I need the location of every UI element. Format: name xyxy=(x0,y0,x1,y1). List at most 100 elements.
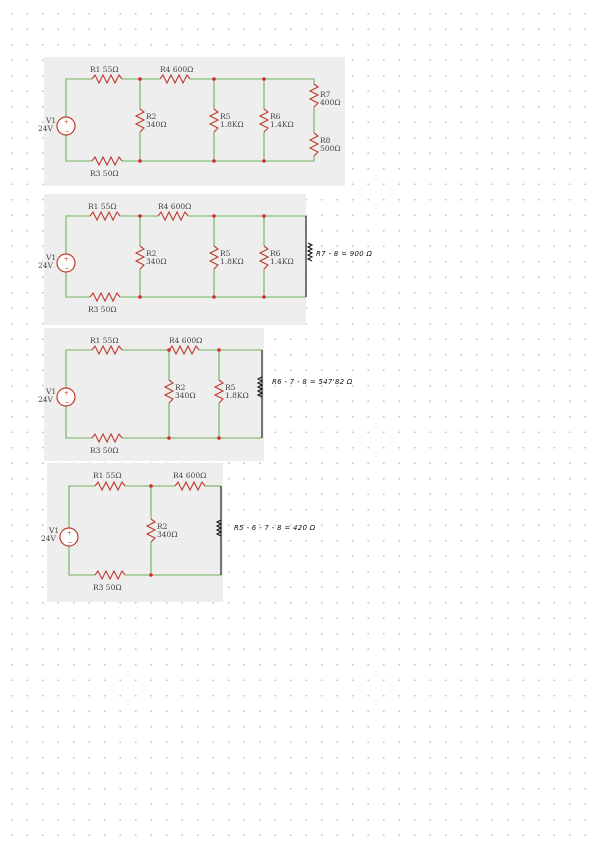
label-v1-value: 24V xyxy=(38,124,53,133)
circuit-schematic: + − xyxy=(56,210,314,303)
node xyxy=(212,77,216,81)
node xyxy=(138,77,142,81)
label-r3: R3 50Ω xyxy=(93,583,122,592)
label-r1: R1 55Ω xyxy=(90,65,119,74)
label-v1: V1 xyxy=(46,253,57,262)
node xyxy=(217,436,221,440)
node xyxy=(262,77,266,81)
label-r4: R4 600Ω xyxy=(158,202,192,211)
label-r2: R2 xyxy=(146,249,157,258)
label-r5: R5 xyxy=(220,112,231,121)
resistor-r4 xyxy=(168,344,200,356)
svg-text:+: + xyxy=(64,119,69,126)
label-r5: R5 xyxy=(220,249,231,258)
svg-text:+: + xyxy=(64,256,69,263)
svg-text:+: + xyxy=(64,390,69,397)
label-v1-value: 24V xyxy=(38,261,53,270)
label-v1: V1 xyxy=(46,387,57,396)
node xyxy=(262,295,266,299)
node xyxy=(138,295,142,299)
node xyxy=(262,159,266,163)
resistor-r2 xyxy=(134,245,146,270)
label-r4: R4 600Ω xyxy=(173,471,207,480)
handwritten-equivalent-r5-6-7-8: R5 - 6 - 7 - 8 = 420 Ω xyxy=(234,524,316,532)
label-r7-value: 400Ω xyxy=(320,98,341,107)
svg-text:+: + xyxy=(67,530,72,537)
label-r5: R5 xyxy=(225,383,236,392)
equivalent-resistor-r7-8 xyxy=(306,242,314,262)
voltage-source-icon: + − xyxy=(56,116,76,136)
resistor-r2 xyxy=(163,379,175,404)
resistor-r4 xyxy=(174,480,206,492)
label-r2-value: 340Ω xyxy=(146,257,167,266)
svg-text:−: − xyxy=(65,128,70,135)
resistor-r7 xyxy=(308,83,320,108)
label-r4: R4 600Ω xyxy=(160,65,194,74)
node xyxy=(167,348,171,352)
circuit-diagram-step-1: + − R1 55Ω R4 600Ω R2 340Ω R5 1.8KΩ R6 1… xyxy=(38,194,314,325)
circuit-schematic: + − xyxy=(56,73,320,167)
resistor-r3 xyxy=(94,569,126,581)
resistor-r2 xyxy=(134,108,146,133)
label-r7: R7 xyxy=(320,90,331,99)
resistor-r8 xyxy=(308,132,320,157)
svg-text:−: − xyxy=(65,399,70,406)
label-r5-value: 1.8KΩ xyxy=(220,120,244,129)
node xyxy=(262,214,266,218)
node xyxy=(149,573,153,577)
label-r6-value: 1.4KΩ xyxy=(270,120,294,129)
resistor-r6 xyxy=(258,245,270,270)
resistor-r4 xyxy=(157,210,189,222)
handwritten-equivalent-r7-8: R7 - 8 = 900 Ω xyxy=(316,250,373,258)
resistor-r5 xyxy=(208,108,220,133)
equivalent-resistor-r6-7-8 xyxy=(256,376,264,398)
node xyxy=(212,159,216,163)
resistor-r1 xyxy=(89,210,121,222)
label-r6-value: 1.4KΩ xyxy=(270,257,294,266)
label-v1-value: 24V xyxy=(38,395,53,404)
svg-text:−: − xyxy=(65,265,70,272)
handwritten-equivalent-r6-7-8: R6 - 7 - 8 = 547'82 Ω xyxy=(272,378,353,386)
svg-text:−: − xyxy=(68,539,73,546)
label-r3: R3 50Ω xyxy=(88,305,117,314)
label-r6: R6 xyxy=(270,249,281,258)
circuit-diagram-original: + − R1 55Ω R4 600Ω R2 340Ω R5 1.8KΩ R6 1… xyxy=(38,57,345,186)
label-r1: R1 55Ω xyxy=(90,336,119,345)
node xyxy=(167,436,171,440)
label-r8-value: 500Ω xyxy=(320,144,341,153)
label-r2: R2 xyxy=(175,383,186,392)
circuit-schematic: + − xyxy=(56,344,264,444)
equivalent-resistor-r5-6-7-8 xyxy=(215,519,223,537)
label-r1: R1 55Ω xyxy=(93,471,122,480)
label-r3: R3 50Ω xyxy=(90,446,119,455)
label-v1-value: 24V xyxy=(41,534,56,543)
resistor-r5 xyxy=(208,245,220,270)
resistor-r5 xyxy=(213,379,225,404)
voltage-source-icon: + − xyxy=(59,527,79,547)
circuit-schematic: + − xyxy=(59,480,223,581)
node xyxy=(149,484,153,488)
circuit-diagram-step-2: + − R1 55Ω R4 600Ω R2 340Ω R5 1.8KΩ V1 2… xyxy=(38,328,264,461)
resistor-r2 xyxy=(145,518,157,543)
node xyxy=(138,214,142,218)
label-r4: R4 600Ω xyxy=(169,336,203,345)
label-r8: R8 xyxy=(320,136,331,145)
resistor-r1 xyxy=(91,73,123,85)
label-r2-value: 340Ω xyxy=(175,391,196,400)
label-r3: R3 50Ω xyxy=(90,169,119,178)
voltage-source-icon: + − xyxy=(56,387,76,407)
label-r2: R2 xyxy=(146,112,157,121)
resistor-r1 xyxy=(94,480,126,492)
label-r5-value: 1.8KΩ xyxy=(225,391,249,400)
resistor-r1 xyxy=(91,344,123,356)
resistor-r4 xyxy=(159,73,191,85)
label-r2: R2 xyxy=(157,522,168,531)
label-r5-value: 1.8KΩ xyxy=(220,257,244,266)
resistor-r3 xyxy=(91,155,123,167)
resistor-r3 xyxy=(89,291,121,303)
label-v1: V1 xyxy=(49,526,60,535)
label-r1: R1 55Ω xyxy=(88,202,117,211)
label-v1: V1 xyxy=(46,116,57,125)
node xyxy=(217,348,221,352)
node xyxy=(212,214,216,218)
